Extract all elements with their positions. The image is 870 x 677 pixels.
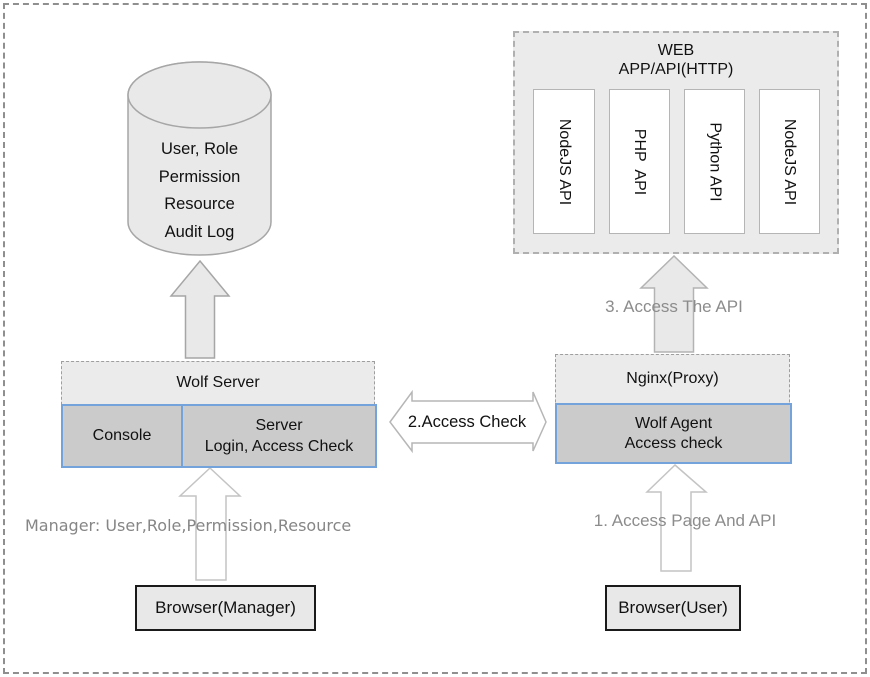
api-box-nodejs-2: NodeJS API (759, 89, 820, 234)
arrow-manager-to-wolf (178, 466, 242, 581)
wolf-agent-line1: Wolf Agent (634, 414, 713, 432)
nginx-title: Nginx(Proxy) (626, 370, 719, 387)
web-title: WEB APP/API(HTTP) (515, 41, 837, 79)
access-check-label: 2.Access Check (407, 413, 527, 431)
browser-manager-box: Browser(Manager) (135, 585, 316, 631)
api-box-nodejs-1: NodeJS API (533, 89, 595, 234)
wolf-server-container: Wolf Server Console Server Login, Access… (61, 361, 377, 468)
database-label: User, Role Permission Resource Audit Log (128, 136, 271, 246)
wolf-agent-line2: Access check (624, 434, 723, 452)
access-page-label: 1. Access Page And API (593, 511, 777, 530)
arrow-wolf-to-db (169, 259, 231, 359)
web-title-line1: WEB (657, 42, 695, 59)
server-cell-line2: Login, Access Check (204, 438, 354, 455)
api-box-php: PHP API (609, 89, 670, 234)
api-box-python: Python API (684, 89, 745, 234)
wolf-server-title: Wolf Server (176, 374, 260, 391)
nginx-proxy-container: Nginx(Proxy) Wolf Agent Access check (555, 354, 792, 464)
api-label: NodeJS API (781, 118, 799, 205)
manager-note-label: Manager: User,Role,Permission,Resource (25, 516, 352, 535)
console-cell: Console (61, 404, 183, 468)
web-app-container: WEB APP/API(HTTP) NodeJS API PHP API Pyt… (513, 31, 839, 254)
api-label: NodeJS API (556, 118, 573, 205)
database-line: Resource (164, 195, 235, 213)
database-cylinder-shape (127, 61, 272, 256)
api-label: Python API (706, 121, 724, 202)
server-cell: Server Login, Access Check (181, 404, 377, 468)
web-title-line2: APP/API(HTTP) (618, 61, 734, 78)
arrow-user-to-nginx (645, 463, 709, 572)
browser-user-box: Browser(User) (605, 585, 741, 631)
arrow-double-access-check (389, 389, 547, 454)
arrow-nginx-to-web (639, 254, 709, 353)
database-line: Permission (158, 167, 241, 186)
server-cell-line1: Server (255, 417, 303, 434)
api-label: PHP API (631, 128, 649, 195)
wolf-agent-cell: Wolf Agent Access check (555, 403, 792, 464)
access-api-label: 3. Access The API (605, 297, 743, 316)
database-line: Audit Log (164, 222, 235, 241)
database-line: User, Role (160, 140, 239, 158)
